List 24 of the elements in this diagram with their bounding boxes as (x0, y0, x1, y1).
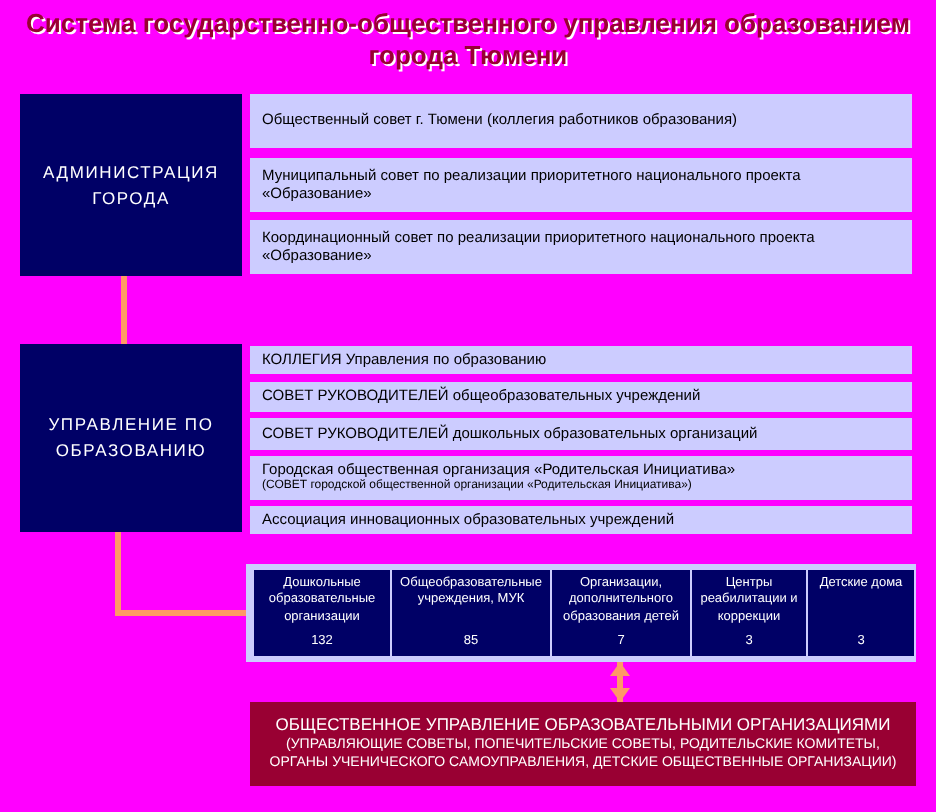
unit-title: УПРАВЛЕНИЕ ПО ОБРАЗОВАНИЮ (46, 412, 216, 464)
council-box (250, 382, 912, 412)
governance-title: ОБЩЕСТВЕННОЕ УПРАВЛЕНИЕ ОБРАЗОВАТЕЛЬНЫМИ ОРГАНИЗАЦИЯМИ (275, 714, 891, 737)
unit-title: АДМИНИСТРАЦИЯ ГОРОДА (41, 159, 221, 211)
institution-cell (552, 570, 690, 656)
institution-cell (254, 570, 390, 656)
connector-line (121, 276, 127, 344)
council-box (250, 506, 912, 534)
unit-box (20, 344, 242, 532)
unit-box (20, 94, 242, 276)
connector-line (115, 532, 246, 616)
council-box (250, 346, 912, 374)
public-governance-box (250, 702, 916, 786)
council-box (250, 456, 912, 500)
institution-cell (808, 570, 914, 656)
council-box (250, 94, 912, 148)
double-arrow (610, 662, 630, 702)
institutions-panel (246, 564, 916, 662)
council-box (250, 418, 912, 450)
council-box (250, 220, 912, 274)
institution-cell (392, 570, 550, 656)
council-box (250, 158, 912, 212)
institution-cell (692, 570, 806, 656)
diagram-title: Система государственно-общественного управления образованием города Тюмени (24, 8, 912, 72)
